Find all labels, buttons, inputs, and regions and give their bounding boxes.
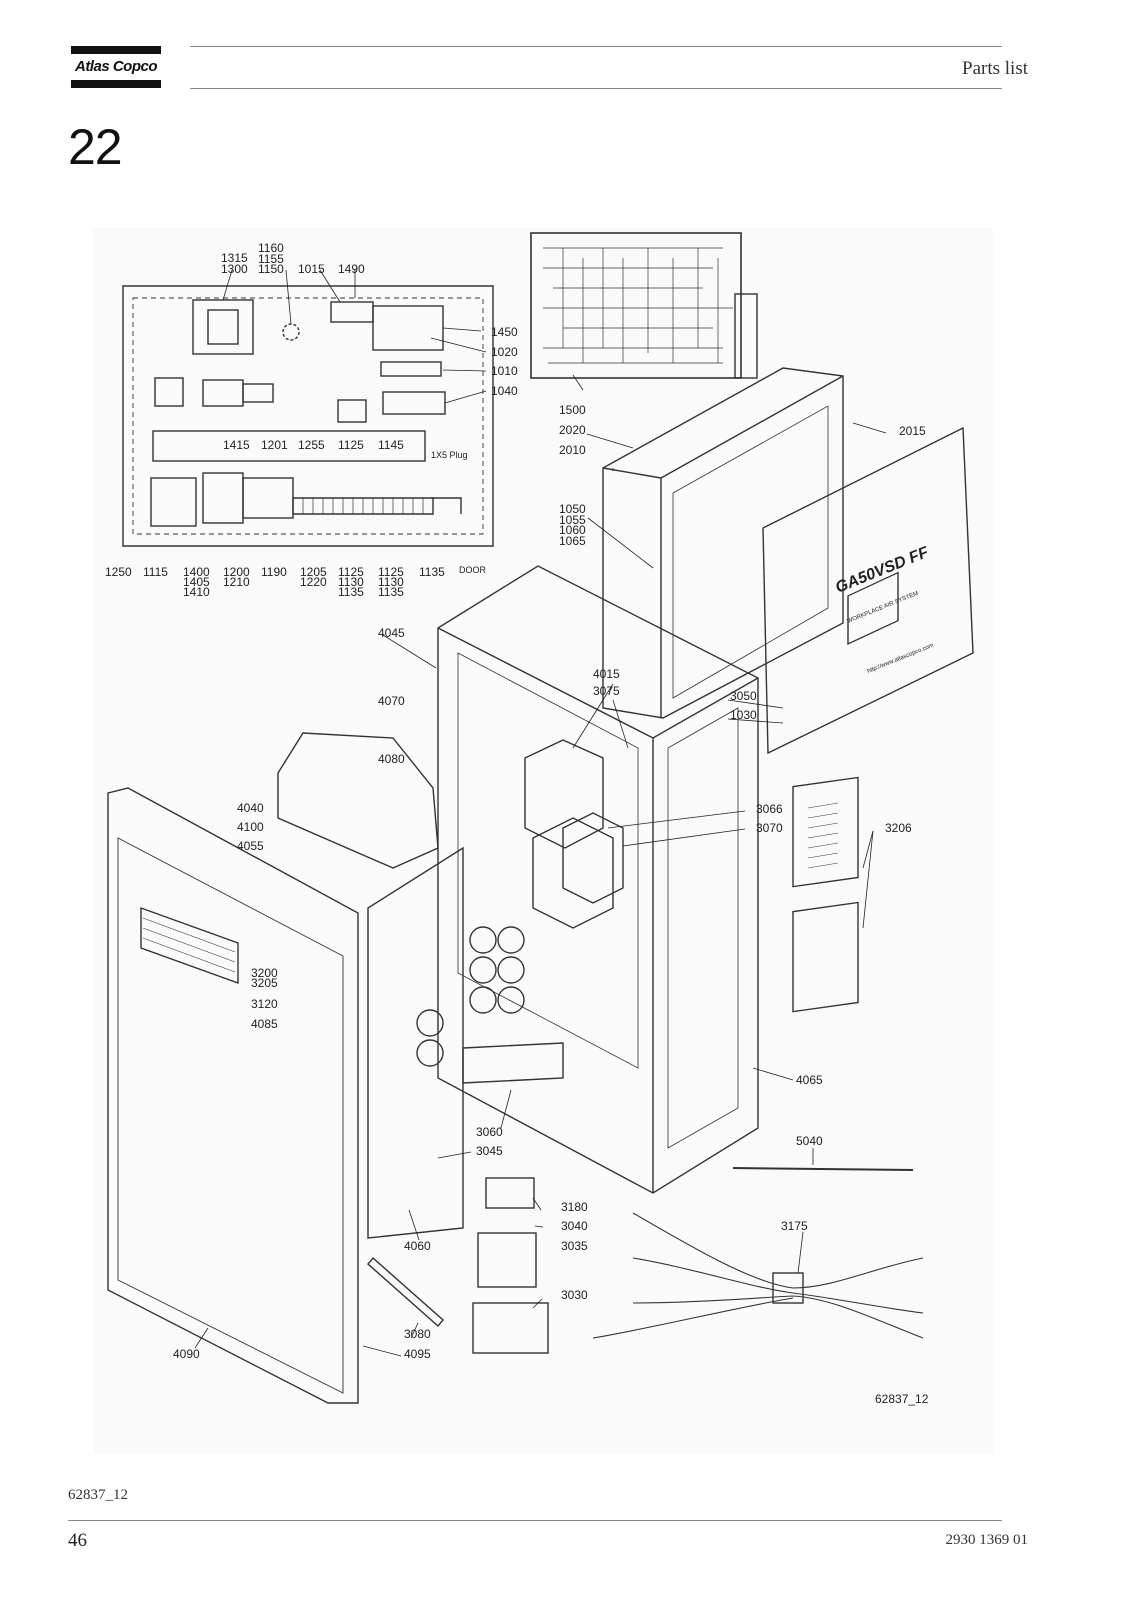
callout-1210: 1210: [223, 575, 250, 589]
logo-bar-top: [71, 46, 161, 54]
callout-1010: 1010: [491, 364, 518, 378]
callout-3045: 3045: [476, 1144, 503, 1158]
callout-1055: 1055: [559, 513, 586, 527]
callout-1125c: 1125: [378, 565, 404, 579]
callout-1020: 1020: [491, 345, 518, 359]
callout-1200: 1200: [223, 565, 250, 579]
callout-3066: 3066: [756, 802, 783, 816]
callout-4065: 4065: [796, 1073, 823, 1087]
callout-3030: 3030: [561, 1288, 588, 1302]
callout-1060: 1060: [559, 523, 586, 537]
callout-4060: 4060: [404, 1239, 431, 1253]
callout-3175: 3175: [781, 1219, 808, 1233]
callout-3070: 3070: [756, 821, 783, 835]
filter-lower: [792, 901, 859, 1013]
louvre-grille: [140, 907, 239, 984]
document-number: 2930 1369 01: [945, 1532, 1029, 1548]
callout-3200: 3200: [251, 966, 278, 980]
callout-2015: 2015: [899, 424, 926, 438]
callout-3080: 3080: [404, 1327, 431, 1341]
left-door: [107, 787, 359, 1404]
callout-4055: 4055: [237, 839, 264, 853]
atlas-copco-logo: Atlas Copco: [74, 58, 158, 75]
callout-4080: 4080: [378, 752, 405, 766]
callout-1400: 1400: [183, 565, 210, 579]
callout-1040: 1040: [491, 384, 518, 398]
main-cabinet: [437, 565, 759, 1194]
callout-1410: 1410: [183, 585, 210, 599]
filter-upper: [792, 776, 859, 888]
callout-4085: 4085: [251, 1017, 278, 1031]
callout-1405: 1405: [183, 575, 210, 589]
callout-3120: 3120: [251, 997, 278, 1011]
rear-enclosure: [602, 367, 844, 719]
callout-3205: 3205: [251, 976, 278, 990]
callout-1220: 1220: [300, 575, 327, 589]
callout-4040: 4040: [237, 801, 264, 815]
callout-3050: 3050: [730, 689, 757, 703]
figure-code-inner: 62837_12: [875, 1392, 929, 1406]
plug-label: 1X5 Plug: [431, 450, 468, 460]
header-rule-bottom: [190, 88, 1002, 89]
callout-1015: 1015: [298, 262, 325, 276]
callout-1450: 1450: [491, 325, 518, 339]
callout-1250: 1250: [105, 565, 132, 579]
logo-bar-bottom: [71, 80, 161, 88]
component-plate: [122, 285, 494, 547]
drawing-svg: 1315 1300 1160 1155 1150 1015 1490 1450 …: [93, 228, 993, 1454]
front-door-panel: [762, 426, 974, 755]
section-number: 22: [68, 119, 123, 175]
callout-1050: 1050: [559, 502, 586, 516]
callout-2020: 2020: [559, 423, 586, 437]
callout-4070: 4070: [378, 694, 405, 708]
callout-1065: 1065: [559, 534, 586, 548]
callout-1150: 1150: [258, 262, 284, 276]
callout-1190: 1190: [261, 565, 287, 579]
callout-1135: 1135: [338, 585, 364, 599]
callout-1255: 1255: [298, 438, 325, 452]
callout-1205: 1205: [300, 565, 327, 579]
callout-4090: 4090: [173, 1347, 200, 1361]
callout-1125b: 1125: [338, 565, 364, 579]
exploded-parts-drawing: 1315 1300 1160 1155 1150 1015 1490 1450 …: [93, 228, 993, 1454]
callout-1115: 1115: [143, 565, 168, 579]
callout-3060: 3060: [476, 1125, 503, 1139]
callout-1135c: 1135: [419, 565, 445, 579]
door-label: DOOR: [459, 565, 487, 575]
callout-1135b: 1135: [378, 585, 404, 599]
callout-1130b: 1130: [378, 575, 404, 589]
callout-2010: 2010: [559, 443, 586, 457]
callout-1155: 1155: [258, 252, 284, 266]
page-number: 46: [68, 1530, 87, 1551]
callout-1145: 1145: [378, 438, 404, 452]
callout-3180: 3180: [561, 1200, 588, 1214]
callout-1315: 1315: [221, 251, 248, 265]
callout-1030: 1030: [730, 708, 757, 722]
side-panel: [367, 846, 464, 1239]
callout-3206: 3206: [885, 821, 912, 835]
callout-1500: 1500: [559, 403, 586, 417]
figure-reference: 62837_12: [68, 1487, 128, 1503]
callout-4095: 4095: [404, 1347, 431, 1361]
callout-4015: 4015: [593, 667, 620, 681]
callout-3035: 3035: [561, 1239, 588, 1253]
callout-1490: 1490: [338, 262, 365, 276]
callout-1415: 1415: [223, 438, 250, 452]
callout-3040: 3040: [561, 1219, 588, 1233]
callout-1201: 1201: [261, 438, 288, 452]
callout-1130: 1130: [338, 575, 364, 589]
callout-4045: 4045: [378, 626, 405, 640]
callout-1160: 1160: [258, 241, 284, 255]
callout-4100: 4100: [237, 820, 264, 834]
footer-rule: [68, 1520, 1002, 1521]
cable-duct: [277, 732, 439, 869]
section-title: Parts list: [962, 58, 1028, 79]
header-rule-top: [190, 46, 1002, 47]
callout-1300: 1300: [221, 262, 248, 276]
callout-5040: 5040: [796, 1134, 823, 1148]
callout-3075: 3075: [593, 684, 620, 698]
callout-1125: 1125: [338, 438, 364, 452]
